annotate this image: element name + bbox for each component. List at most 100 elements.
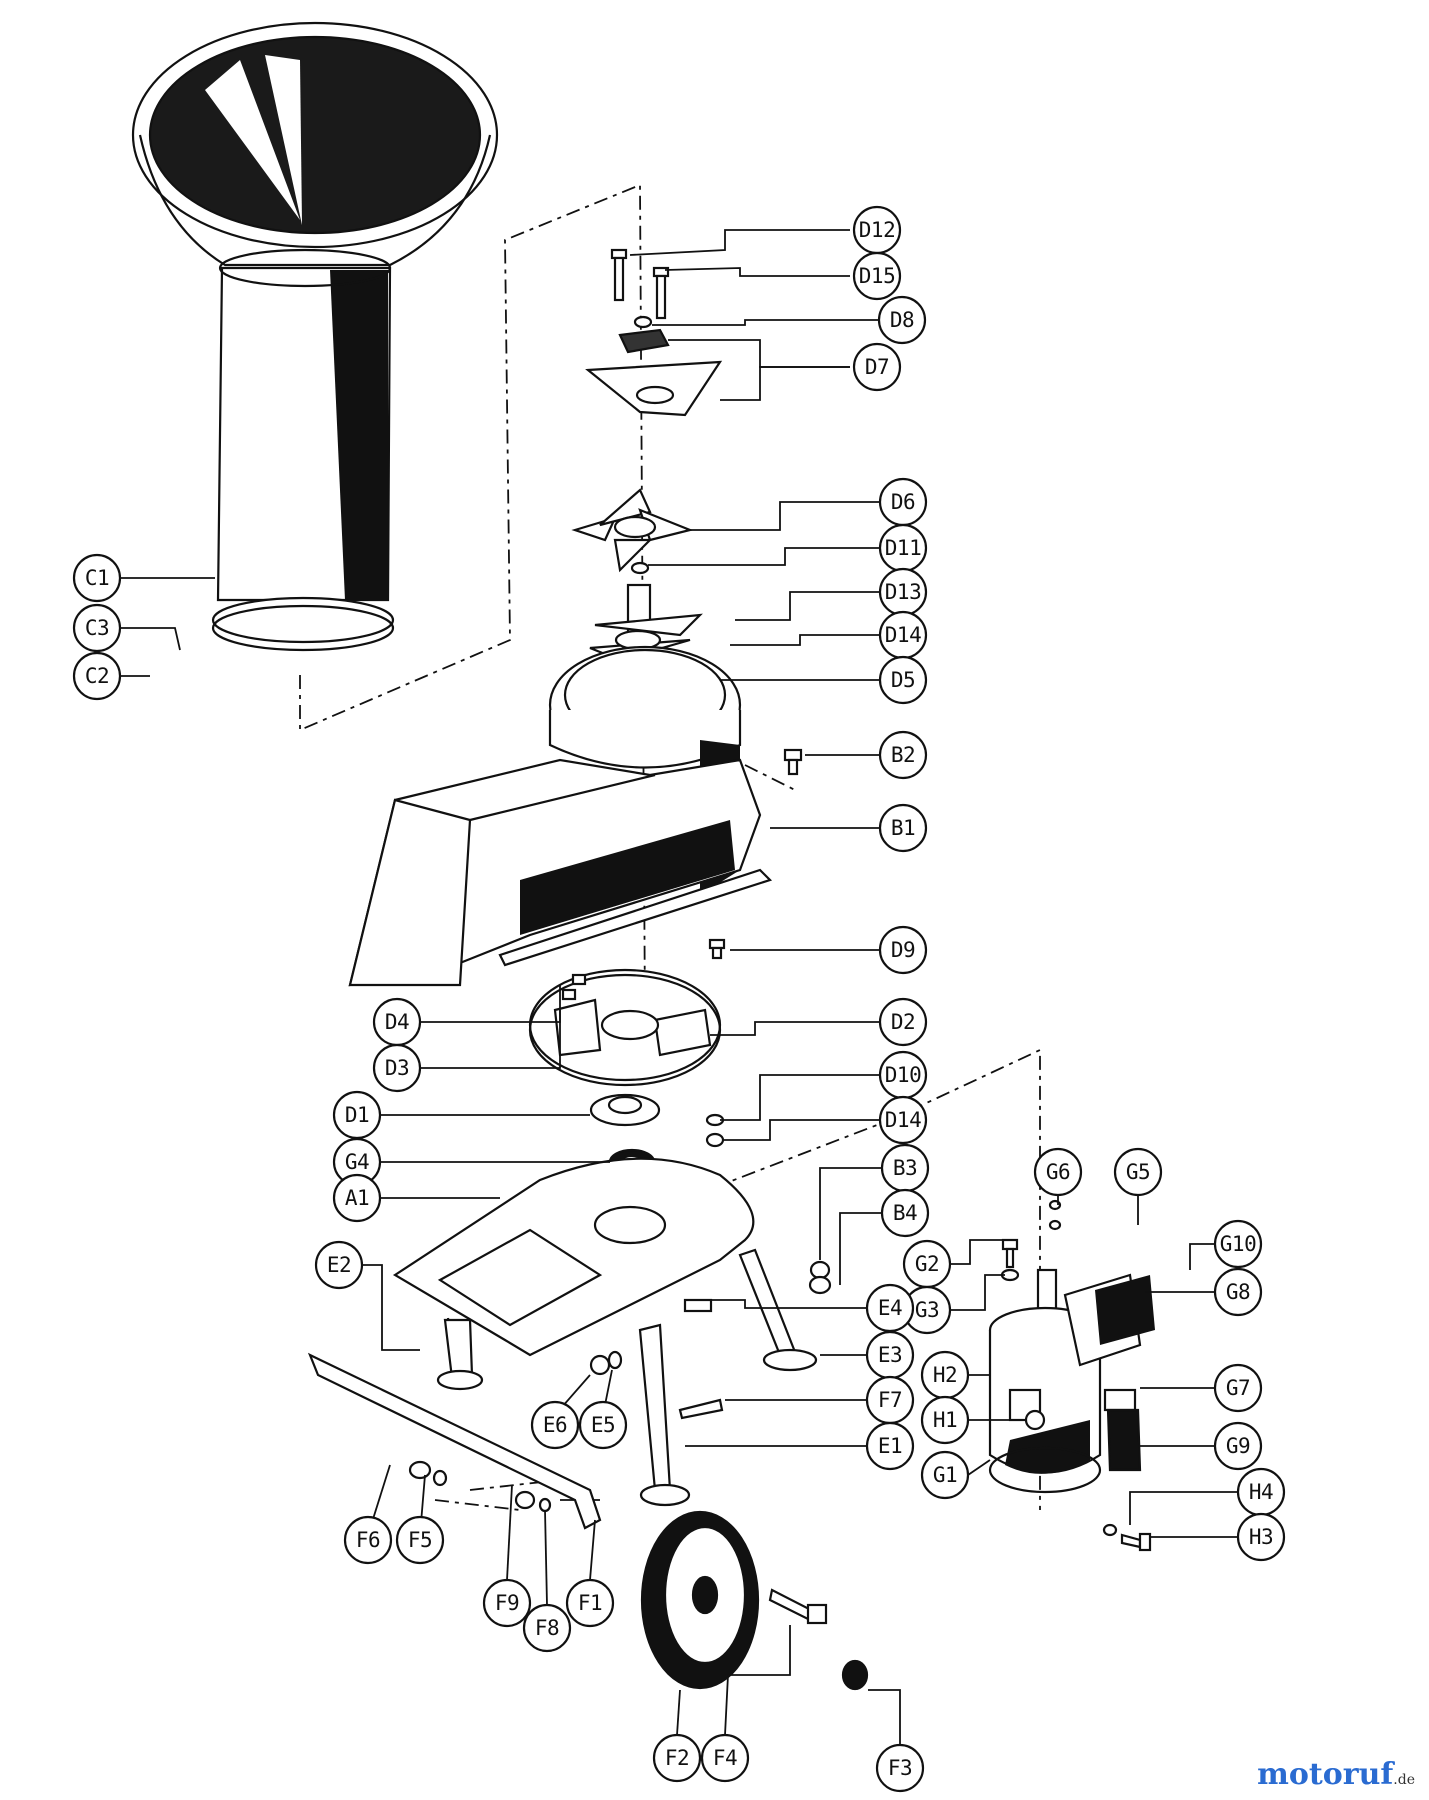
callout-D1: D1 (332, 1090, 382, 1140)
svg-text:F3: F3 (888, 1756, 912, 1780)
callout-D2: D2 (878, 997, 928, 1047)
callout-F6: F6 (343, 1515, 393, 1565)
callout-G8: G8 (1213, 1267, 1263, 1317)
svg-text:D9: D9 (891, 938, 915, 962)
svg-text:C1: C1 (85, 566, 109, 590)
svg-text:D1: D1 (345, 1103, 369, 1127)
callout-D11: D11 (878, 523, 928, 573)
callout-G4: G4 (332, 1137, 382, 1187)
callout-A1: A1 (332, 1173, 382, 1223)
svg-text:F2: F2 (665, 1746, 689, 1770)
svg-text:D15: D15 (859, 264, 895, 288)
callout-H4: H4 (1236, 1467, 1286, 1517)
callout-D15: D15 (852, 251, 902, 301)
callout-H3: H3 (1236, 1512, 1286, 1562)
callout-B1: B1 (878, 803, 928, 853)
svg-text:E4: E4 (878, 1296, 902, 1320)
wheel (640, 1510, 869, 1691)
callout-G10: G10 (1213, 1219, 1263, 1269)
callout-G9: G9 (1213, 1421, 1263, 1471)
svg-text:G8: G8 (1226, 1280, 1250, 1304)
svg-text:G6: G6 (1046, 1160, 1070, 1184)
svg-text:E3: E3 (878, 1343, 902, 1367)
svg-text:D6: D6 (891, 490, 915, 514)
housing (348, 645, 803, 987)
leader-lines (120, 229, 1238, 1745)
base-frame (307, 1157, 832, 1530)
callout-F8: F8 (522, 1603, 572, 1653)
svg-text:D12: D12 (859, 218, 895, 242)
callout-E5: E5 (578, 1400, 628, 1450)
svg-text:D4: D4 (385, 1010, 409, 1034)
callout-D5: D5 (878, 655, 928, 705)
svg-text:F8: F8 (535, 1616, 559, 1640)
knife-star (571, 488, 694, 575)
callout-H2: H2 (920, 1350, 970, 1400)
svg-text:F1: F1 (578, 1591, 602, 1615)
callout-G1: G1 (920, 1450, 970, 1500)
callout-B3: B3 (880, 1143, 930, 1193)
svg-text:F6: F6 (356, 1528, 380, 1552)
callout-B2: B2 (878, 730, 928, 780)
svg-text:G2: G2 (915, 1252, 939, 1276)
svg-text:G5: G5 (1126, 1160, 1150, 1184)
svg-text:D10: D10 (885, 1063, 921, 1087)
callout-G3: G3 (902, 1285, 952, 1335)
callout-F5: F5 (395, 1515, 445, 1565)
callout-F3: F3 (875, 1743, 925, 1793)
svg-text:G10: G10 (1220, 1232, 1256, 1256)
callout-F9: F9 (482, 1578, 532, 1628)
hopper-chute (131, 21, 499, 652)
svg-text:G9: G9 (1226, 1434, 1250, 1458)
callout-B4: B4 (880, 1188, 930, 1238)
watermark-brand: motoruf (1257, 1757, 1394, 1792)
callout-C2: C2 (72, 651, 122, 701)
svg-text:F9: F9 (495, 1591, 519, 1615)
svg-text:E5: E5 (591, 1413, 615, 1437)
callout-D12: D12 (852, 205, 902, 255)
svg-text:D5: D5 (891, 668, 915, 692)
callout-E6: E6 (530, 1400, 580, 1450)
callout-G2: G2 (902, 1239, 952, 1289)
callout-H1: H1 (920, 1395, 970, 1445)
svg-text:H3: H3 (1249, 1525, 1273, 1549)
svg-text:B3: B3 (893, 1156, 917, 1180)
callout-D10: D10 (878, 1050, 928, 1100)
svg-text:D14: D14 (885, 623, 921, 647)
svg-text:D3: D3 (385, 1056, 409, 1080)
callout-D9: D9 (878, 925, 928, 975)
svg-text:G1: G1 (933, 1463, 957, 1487)
callout-D3: D3 (372, 1043, 422, 1093)
callout-D7: D7 (852, 342, 902, 392)
blade-bolts (585, 248, 723, 417)
callout-D13: D13 (878, 567, 928, 617)
motor (988, 1199, 1155, 1552)
callout-E2: E2 (314, 1240, 364, 1290)
svg-text:E2: E2 (327, 1253, 351, 1277)
callout-G7: G7 (1213, 1363, 1263, 1413)
callout-G6: G6 (1033, 1147, 1083, 1197)
callout-C1: C1 (72, 553, 122, 603)
svg-text:C2: C2 (85, 664, 109, 688)
svg-text:B4: B4 (893, 1201, 917, 1225)
svg-text:B2: B2 (891, 743, 915, 767)
watermark-domain: .de (1393, 1772, 1415, 1788)
svg-text:G4: G4 (345, 1150, 369, 1174)
callout-F4: F4 (700, 1733, 750, 1783)
site-watermark: motoruf.de (1257, 1757, 1415, 1792)
svg-text:F7: F7 (878, 1388, 902, 1412)
svg-text:D14: D14 (885, 1108, 921, 1132)
callout-F1: F1 (565, 1578, 615, 1628)
svg-text:D8: D8 (890, 308, 914, 332)
callout-D14-upper: D14 (878, 610, 928, 660)
svg-text:D11: D11 (885, 536, 921, 560)
svg-text:E6: E6 (543, 1413, 567, 1437)
svg-text:H2: H2 (933, 1363, 957, 1387)
svg-text:A1: A1 (345, 1186, 369, 1210)
svg-text:H4: H4 (1249, 1480, 1273, 1504)
callout-D14-lower: D14 (878, 1095, 928, 1145)
callout-F7: F7 (865, 1375, 915, 1425)
callout-G5: G5 (1113, 1147, 1163, 1197)
svg-text:E1: E1 (878, 1434, 902, 1458)
